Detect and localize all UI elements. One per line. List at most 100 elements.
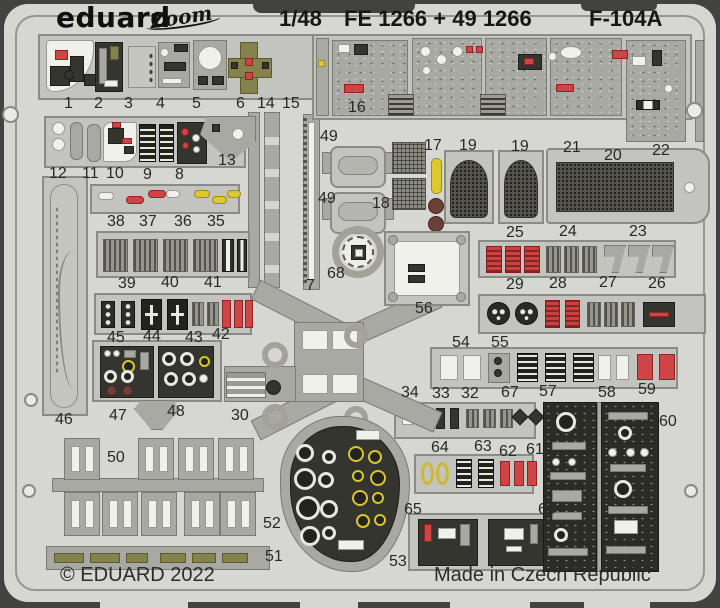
fret-part bbox=[372, 492, 384, 504]
fret-part bbox=[302, 374, 328, 394]
aircraft-name: F-104A bbox=[589, 6, 663, 31]
fret-part bbox=[517, 353, 538, 382]
fret-part bbox=[466, 409, 479, 428]
fret-part bbox=[124, 146, 134, 154]
part-number-label: 39 bbox=[118, 275, 136, 292]
part-number-label: 48 bbox=[167, 403, 185, 420]
fret-part bbox=[262, 342, 288, 368]
fret-part bbox=[436, 462, 449, 485]
fret-part bbox=[649, 312, 669, 317]
sheet-bottom-tab bbox=[300, 594, 358, 608]
fret-part bbox=[621, 302, 635, 327]
fret-part bbox=[524, 246, 540, 273]
fret-part bbox=[466, 46, 473, 53]
fret-part bbox=[148, 52, 154, 82]
fret-part bbox=[524, 58, 534, 65]
fret-part bbox=[408, 275, 425, 283]
fret-part bbox=[556, 412, 576, 432]
part-18 bbox=[392, 178, 426, 210]
fret-part bbox=[636, 100, 660, 110]
fret-part bbox=[121, 301, 135, 328]
fret-part bbox=[110, 46, 119, 60]
part-number-label: 8 bbox=[175, 166, 184, 183]
fret-part bbox=[302, 330, 328, 350]
fret-part bbox=[64, 70, 74, 80]
fret-part bbox=[480, 94, 506, 116]
fret-part bbox=[198, 76, 208, 85]
made-in-text: Made in Czech Republic bbox=[434, 564, 651, 586]
fret-part bbox=[612, 50, 628, 59]
mounting-hole bbox=[22, 484, 36, 498]
fret-part bbox=[494, 369, 502, 377]
fret-part bbox=[112, 122, 121, 128]
fret-part bbox=[227, 500, 236, 528]
fret-part bbox=[308, 122, 315, 280]
part-18 bbox=[392, 142, 426, 174]
fret-part bbox=[568, 458, 576, 466]
part-number-label: 21 bbox=[563, 139, 581, 156]
fret-part bbox=[220, 492, 256, 536]
fret-part bbox=[388, 94, 414, 116]
fret-part bbox=[141, 492, 177, 536]
part-number-label: 60 bbox=[659, 413, 677, 430]
fret-part bbox=[424, 524, 432, 542]
fret-part bbox=[245, 72, 253, 80]
fret-part bbox=[226, 372, 266, 398]
fret-part bbox=[140, 352, 149, 370]
fret-part bbox=[450, 408, 459, 429]
fret-part bbox=[104, 80, 118, 87]
part-number-label: 23 bbox=[629, 223, 647, 240]
fret-part bbox=[420, 46, 431, 57]
fret-part bbox=[55, 50, 68, 60]
fret-part bbox=[222, 300, 231, 328]
fret-part bbox=[227, 190, 241, 198]
fret-part bbox=[614, 520, 638, 534]
mounting-hole bbox=[24, 393, 38, 407]
sheet-bottom-tab bbox=[584, 594, 650, 608]
part-number-label: 14 bbox=[257, 95, 275, 112]
part-number-label: 9 bbox=[143, 166, 152, 183]
fret-part bbox=[548, 52, 557, 61]
fret-part bbox=[102, 492, 138, 536]
part-number-label: 34 bbox=[401, 384, 419, 401]
part-number-label: 7 bbox=[306, 277, 315, 294]
fret-part bbox=[618, 426, 632, 440]
fret-part bbox=[456, 235, 466, 245]
strip-35-38-frame bbox=[90, 184, 240, 214]
fret-part bbox=[145, 446, 154, 472]
fret-part bbox=[560, 46, 582, 59]
fret-part bbox=[101, 301, 115, 328]
strip-14 bbox=[248, 112, 260, 288]
fret-part bbox=[514, 461, 524, 486]
fret-part bbox=[374, 514, 386, 526]
fret-part bbox=[348, 446, 364, 462]
fret-part bbox=[408, 264, 425, 272]
fret-part bbox=[234, 300, 243, 328]
fret-part bbox=[212, 196, 227, 204]
fret-part bbox=[573, 353, 594, 382]
part-number-label: 29 bbox=[506, 276, 524, 293]
fret-part bbox=[565, 300, 580, 328]
part-number-label: 30 bbox=[231, 407, 249, 424]
fret-part bbox=[148, 190, 166, 198]
fret-part bbox=[640, 448, 649, 457]
fret-part bbox=[456, 459, 472, 488]
part-number-label: 57 bbox=[539, 383, 557, 400]
fret-part bbox=[85, 500, 94, 528]
part-number-label: 11 bbox=[82, 165, 99, 182]
part-number-label: 13 bbox=[218, 152, 236, 169]
fret-part bbox=[552, 512, 582, 520]
part-number-label: 16 bbox=[348, 99, 366, 116]
fret-part bbox=[232, 128, 244, 140]
part-number-label: 54 bbox=[452, 334, 470, 351]
part-number-label: 56 bbox=[415, 300, 433, 317]
part-54 bbox=[440, 355, 458, 380]
fret-part bbox=[124, 350, 136, 358]
fret-part bbox=[245, 300, 253, 328]
part-number-label: 50 bbox=[107, 449, 125, 466]
fret-part bbox=[659, 354, 675, 380]
fret-part bbox=[239, 446, 248, 472]
fret-part bbox=[388, 235, 398, 245]
part-number-label: 6 bbox=[236, 95, 245, 112]
